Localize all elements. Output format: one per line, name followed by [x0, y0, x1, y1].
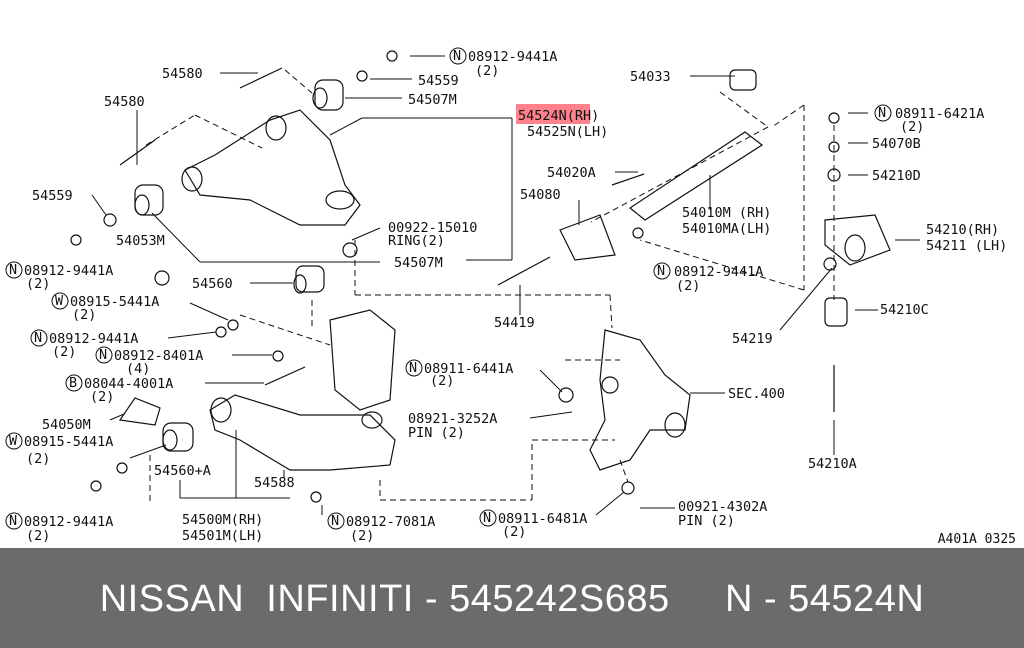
part-label: 54419: [494, 315, 535, 331]
part-label: 54010M (RH): [682, 205, 771, 221]
part-label: (4): [126, 361, 150, 377]
part-label: 54580: [104, 94, 145, 110]
part-label: 54524N(RH): [518, 108, 599, 124]
footer-part-numbers: NISSAN INFINITI - 545242S685 N - 54524N: [99, 578, 925, 620]
part-label: 54500M(RH): [182, 512, 263, 528]
part-label: 54580: [162, 66, 203, 82]
circle-letter: N: [483, 510, 491, 526]
part-label: 54501M(LH): [182, 528, 263, 544]
diagram-code: A401A 0325: [937, 532, 1016, 547]
tension-rod: [628, 131, 764, 221]
part-label: 00922-15010: [388, 220, 477, 236]
exploded-view-svg: N N N N W N N N B W N N N 54580 54580 08…: [5, 47, 1007, 544]
part-label: 54210D: [872, 168, 921, 184]
circle-letter: N: [878, 105, 886, 121]
part-label: 54559: [418, 73, 459, 89]
part-label: 08044-4001A: [84, 376, 173, 392]
part-label: 54020A: [547, 165, 596, 181]
part-label: 54219: [732, 331, 773, 347]
circle-letter: N: [34, 330, 42, 346]
part-label: 54053M: [116, 233, 165, 249]
part-label: 08912-8401A: [114, 348, 203, 364]
part-label: (2): [26, 528, 50, 544]
part-label: (2): [26, 451, 50, 467]
part-label: 54211 (LH): [926, 238, 1007, 254]
part-label: 08912-9441A: [674, 264, 763, 280]
part-label: (2): [430, 373, 454, 389]
circle-letter: N: [657, 263, 665, 279]
part-label: 54559: [32, 188, 73, 204]
circle-letter: N: [331, 513, 339, 529]
part-label: 54210C: [880, 302, 929, 318]
part-label: 54070B: [872, 136, 921, 152]
circle-letter: N: [9, 513, 17, 529]
part-label: (2): [72, 307, 96, 323]
circle-letter: W: [55, 293, 64, 309]
part-label: 54525N(LH): [527, 124, 608, 140]
part-label: 54507M: [408, 92, 457, 108]
part-label: 54210A: [808, 456, 857, 472]
circle-letter: N: [99, 347, 107, 363]
part-label: 54560+A: [154, 463, 211, 479]
part-label: 54560: [192, 276, 233, 292]
part-label: (2): [26, 276, 50, 292]
part-label: 54010MA(LH): [682, 221, 771, 237]
circle-letter: N: [9, 262, 17, 278]
part-label: 08912-9441A: [49, 331, 138, 347]
part-label: 54050M: [42, 417, 91, 433]
circle-letter: N: [409, 360, 417, 376]
circle-letter: B: [69, 375, 77, 391]
part-label: (2): [900, 119, 924, 135]
part-label: (2): [90, 389, 114, 405]
lower-arm: [209, 394, 396, 471]
highlight-box: [516, 104, 590, 124]
part-label: 54080: [520, 187, 561, 203]
part-label: 08915-5441A: [24, 434, 113, 450]
part-label: RING(2): [388, 233, 445, 249]
part-label: 54588: [254, 475, 295, 491]
part-label: 08912-9441A: [468, 49, 557, 65]
part-label: (2): [52, 344, 76, 360]
part-label: 08912-9441A: [24, 263, 113, 279]
part-label: 08911-6481A: [498, 511, 587, 527]
part-label: 08911-6421A: [895, 106, 984, 122]
part-label: (2): [676, 278, 700, 294]
part-label: PIN (2): [408, 425, 465, 441]
circle-letter: W: [9, 433, 18, 449]
footer-bar: NISSAN INFINITI - 545242S685 N - 54524N: [0, 548, 1024, 648]
part-label: (2): [502, 524, 526, 540]
part-label: (2): [475, 63, 499, 79]
knuckle: [589, 329, 691, 471]
part-label: 54033: [630, 69, 671, 85]
part-label: 08911-6441A: [424, 361, 513, 377]
part-label: 08921-3252A: [408, 411, 497, 427]
part-label: PIN (2): [678, 513, 735, 529]
part-label: 54507M: [394, 255, 443, 271]
part-label: 08912-9441A: [24, 514, 113, 530]
part-label: 08912-7081A: [346, 514, 435, 530]
circle-letter: N: [453, 48, 461, 64]
part-label: (2): [350, 528, 374, 544]
parts-diagram: N N N N W N N N B W N N N 54580 54580 08…: [5, 47, 1008, 544]
part-label: 00921-4302A: [678, 499, 767, 515]
part-label: SEC.400: [728, 386, 785, 402]
part-label: 08915-5441A: [70, 294, 159, 310]
part-label: 54210(RH): [926, 222, 999, 238]
